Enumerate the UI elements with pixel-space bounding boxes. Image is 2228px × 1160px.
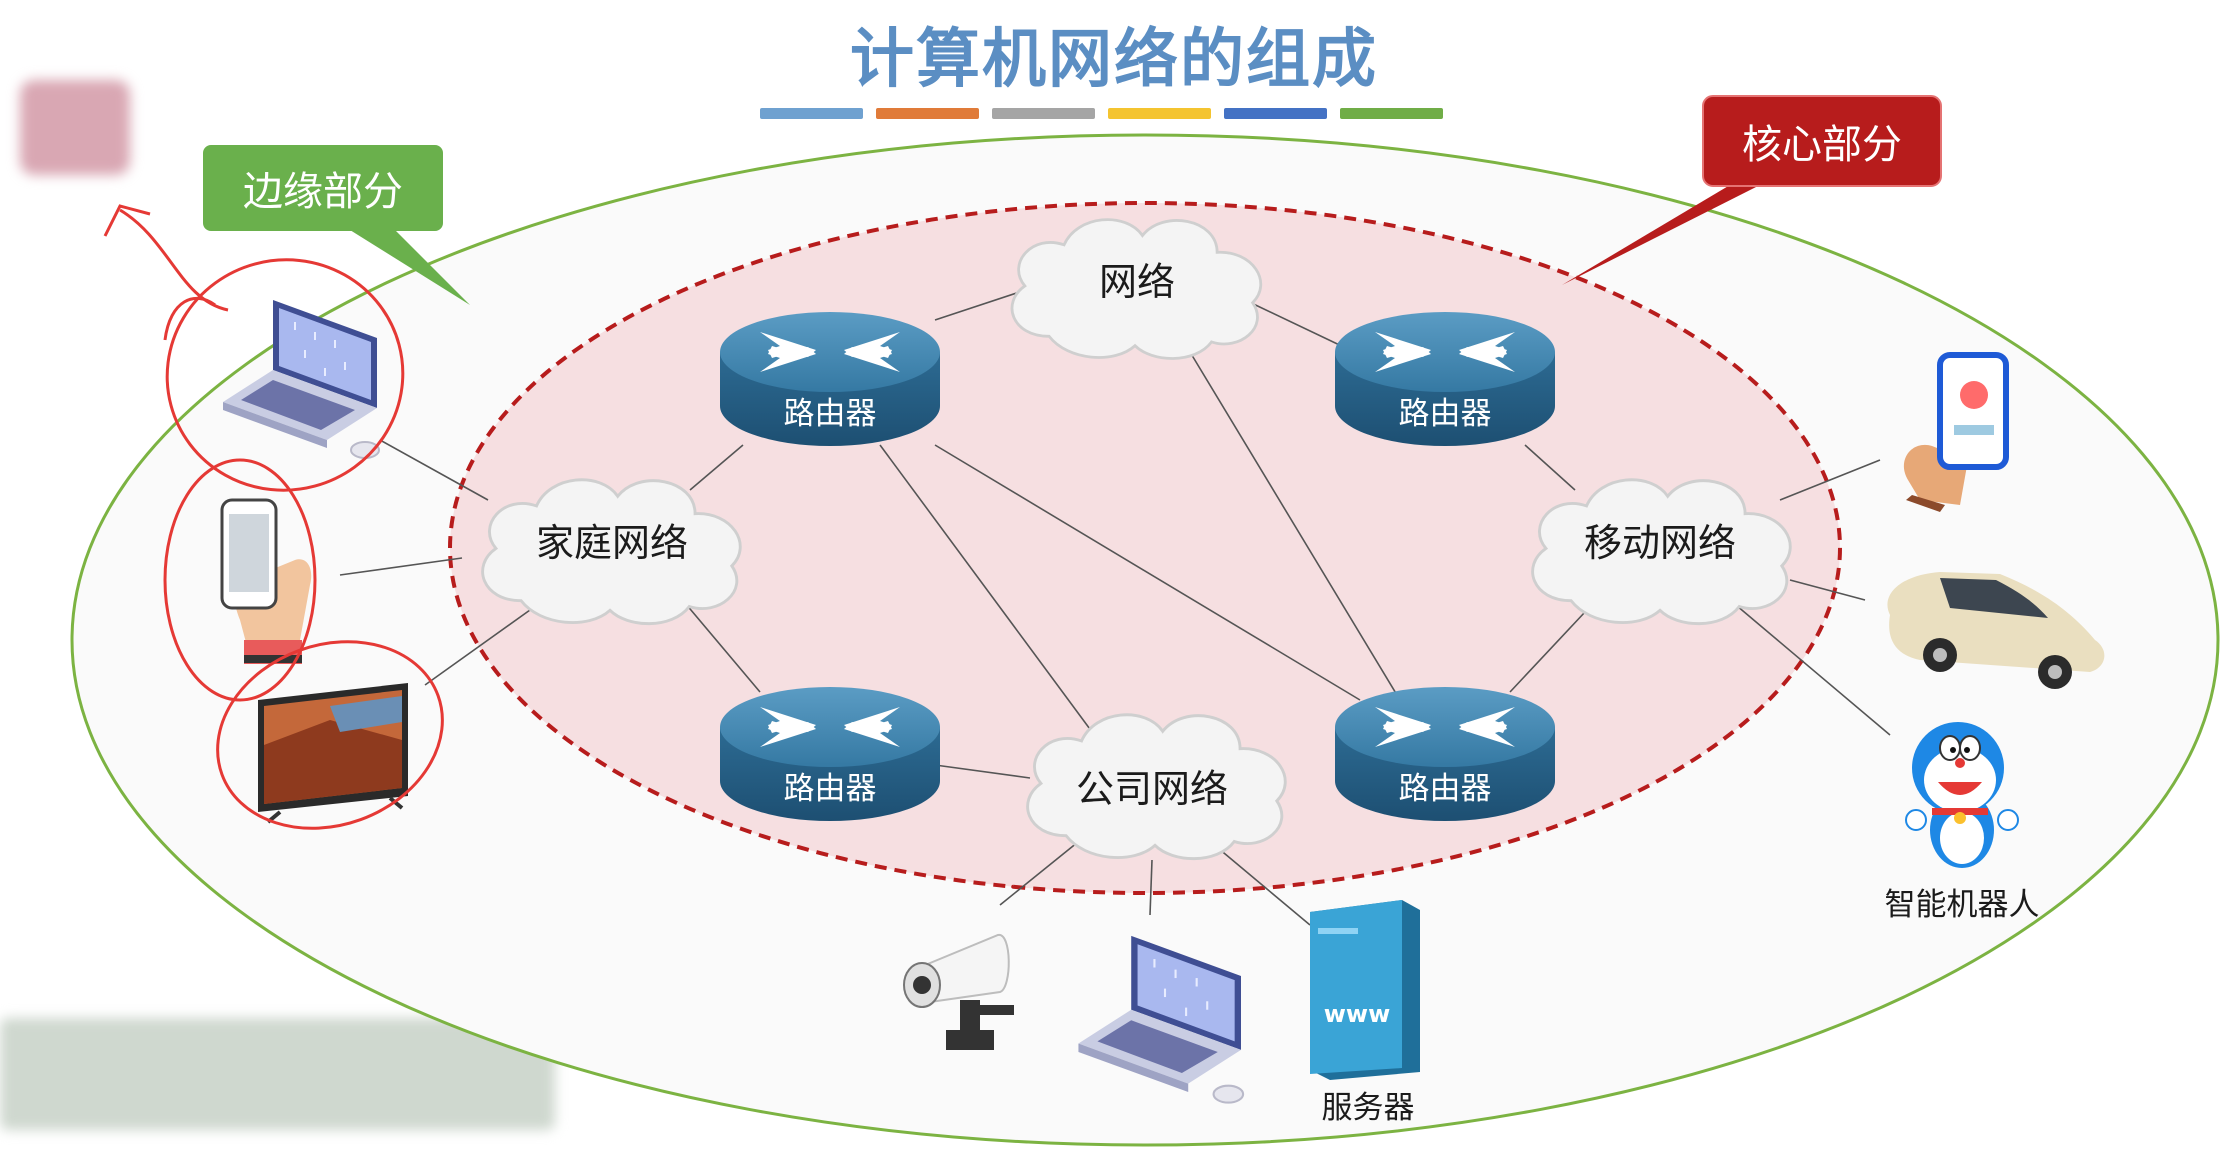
title-underline-segment [760,108,863,119]
page-title: 计算机网络的组成 [850,23,1378,97]
router-bottom-right: 路由器 [1335,687,1555,821]
robot-label: 智能机器人 [1885,887,2040,923]
cloud-company: 公司网络 [1026,713,1287,861]
router-label: 路由器 [784,771,877,807]
server-label: 服务器 [1322,1090,1415,1126]
core-callout-label: 核心部分 [1742,122,1902,168]
cloud-mobile-label: 移动网络 [1584,521,1736,565]
cloud-mobile: 移动网络 [1531,478,1792,626]
edge-callout [203,145,470,305]
router-label: 路由器 [1399,396,1492,432]
router-top-right: 路由器 [1335,312,1555,446]
smartphone-hand-icon [220,498,312,664]
cloud-home: 家庭网络 [481,478,742,626]
cloud-network: 网络 [1010,218,1263,360]
router-top-left: 路由器 [720,312,940,446]
web-server-icon: www [1310,900,1420,1080]
core-callout [1562,95,1942,285]
cloud-home-label: 家庭网络 [536,521,688,565]
security-camera-icon [903,934,1014,1050]
car-icon [1887,572,2105,689]
server-www-label: www [1324,1000,1391,1028]
connection-lines [339,281,1891,926]
doraemon-robot-icon [1905,722,2019,868]
router-bottom-left: 路由器 [720,687,940,821]
edge-callout-label: 边缘部分 [243,169,403,215]
blurred-avatar [20,80,130,175]
blurred-watermark [0,1018,555,1130]
title-underline-segment [1224,108,1327,119]
title-underline-segment [1108,108,1211,119]
mobile-phone-icon [1903,352,2009,512]
cloud-network-label: 网络 [1099,260,1175,304]
title-underline-segment [876,108,979,119]
router-label: 路由器 [1399,771,1492,807]
television-icon [258,683,408,824]
cloud-company-label: 公司网络 [1076,767,1228,811]
title-underline-segment [1340,108,1443,119]
router-label: 路由器 [784,396,877,432]
handwritten-circles [103,204,444,830]
title-underline-segment [992,108,1095,119]
